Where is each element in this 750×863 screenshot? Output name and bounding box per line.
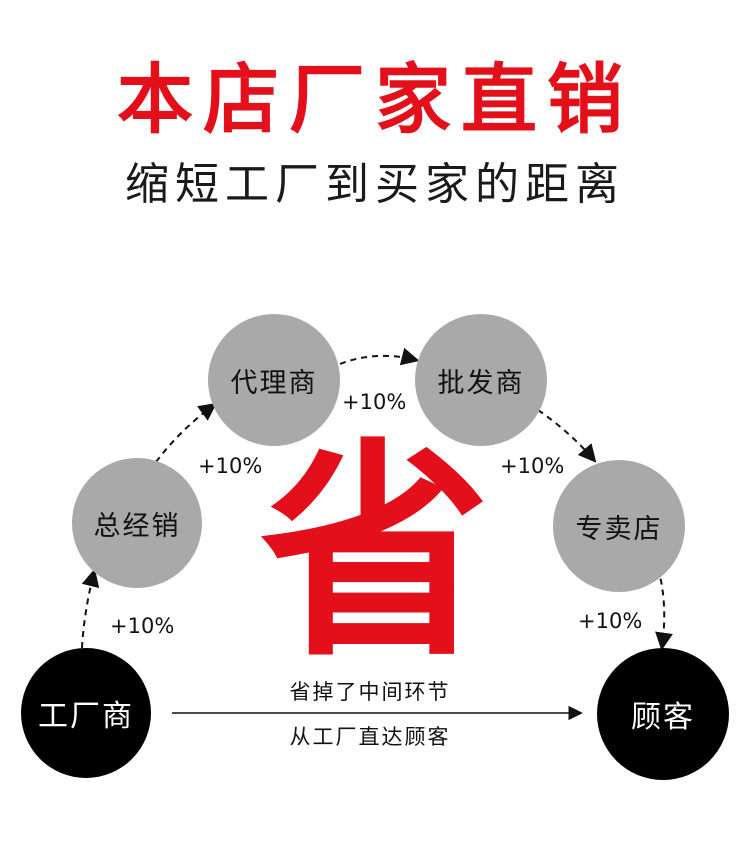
node-wholesaler-label: 批发商 bbox=[437, 367, 525, 399]
page-subtitle: 缩短工厂到买家的距离 bbox=[125, 159, 625, 210]
direct-route-line1: 省掉了中间环节 bbox=[289, 680, 451, 704]
node-general-distributor: 总经销 bbox=[72, 458, 202, 588]
page-title: 本店厂家直销 bbox=[117, 55, 633, 144]
node-customer: 顾客 bbox=[597, 648, 729, 780]
node-general-distributor-label: 总经销 bbox=[93, 510, 181, 542]
node-agent-label: 代理商 bbox=[230, 367, 318, 399]
arrow-store-to-customer bbox=[655, 567, 673, 651]
node-agent: 代理商 bbox=[208, 314, 340, 446]
node-customer-label: 顾客 bbox=[631, 700, 695, 735]
node-store-label: 专卖店 bbox=[575, 513, 663, 545]
arrow-factory-to-distributor bbox=[81, 568, 100, 649]
node-factory-label: 工厂商 bbox=[38, 699, 134, 734]
markup-distributor-agent: +10% bbox=[198, 454, 263, 478]
save-character: 省 bbox=[259, 421, 490, 688]
arrow-wholesaler-to-store bbox=[537, 409, 597, 463]
node-wholesaler: 批发商 bbox=[415, 314, 547, 446]
markup-wholesaler-store: +10% bbox=[500, 454, 565, 478]
markup-store-customer: +10% bbox=[578, 609, 643, 633]
node-factory: 工厂商 bbox=[21, 648, 151, 778]
markup-agent-wholesaler: +10% bbox=[342, 390, 407, 414]
markup-factory-distributor: +10% bbox=[110, 614, 175, 638]
node-store: 专卖店 bbox=[553, 460, 685, 592]
direct-route-line2: 从工厂直达顾客 bbox=[289, 725, 451, 749]
arrow-agent-to-wholesaler bbox=[339, 347, 420, 366]
